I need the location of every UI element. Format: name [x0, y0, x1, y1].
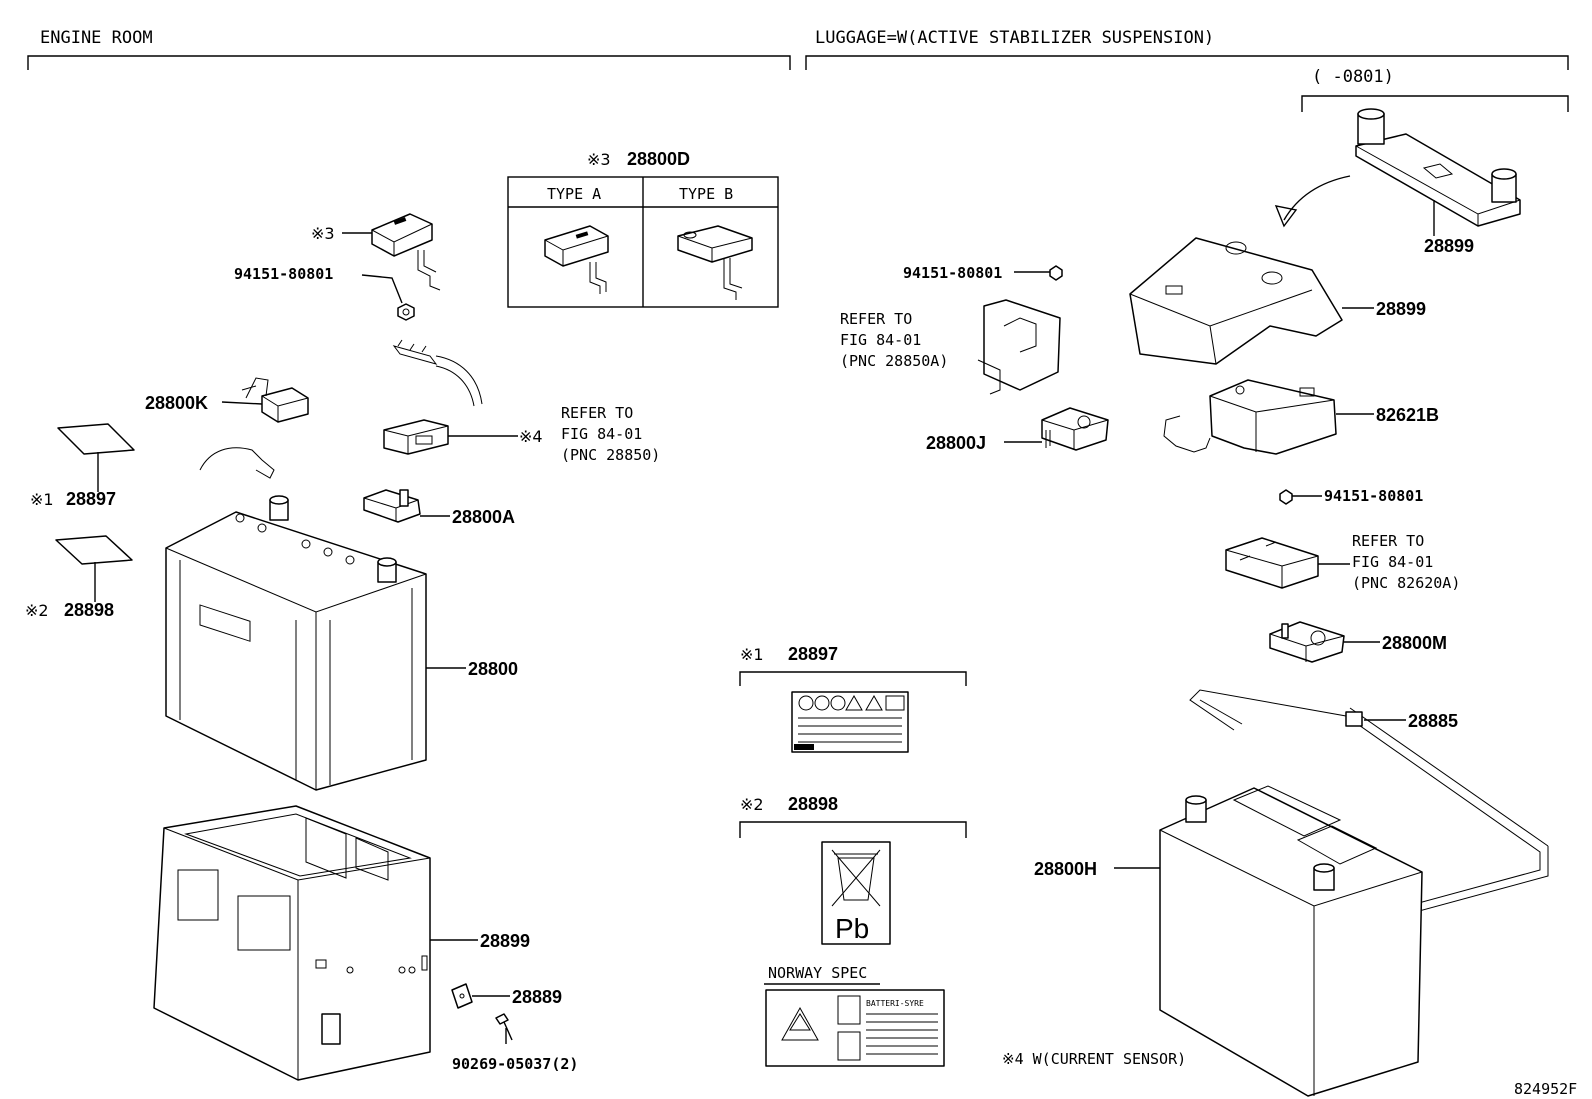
mark1-left: ※1	[30, 490, 54, 509]
bolt-90269: 90269-05037(2)	[452, 1013, 578, 1073]
luggage-heading: LUGGAGE=W(ACTIVE STABILIZER SUSPENSION)	[815, 28, 1214, 48]
batteri-syre-text: BATTERI-SYRE	[866, 999, 924, 1008]
current-sensor-note: ※4 W(CURRENT SENSOR)	[1002, 1050, 1186, 1068]
label-28897-left: ※1 28897	[30, 423, 135, 509]
type-a-label: TYPE A	[547, 185, 601, 203]
terminal-cover-mark3: ※3	[311, 213, 441, 291]
part-28800J-label: 28800J	[926, 433, 986, 453]
nut-right-top-label: 94151-80801	[903, 264, 1002, 282]
ref1-line3: (PNC 28850)	[561, 446, 660, 464]
part-28800K: 28800K	[145, 377, 309, 423]
ref3-line3: (PNC 82620A)	[1352, 574, 1460, 592]
nut-left: 94151-80801	[234, 265, 415, 321]
label-box-28898: ※2 28898 Pb	[739, 794, 967, 945]
norway-spec-title: NORWAY SPEC	[768, 964, 867, 982]
battery-tray-28899: 28899	[153, 805, 530, 1081]
type-table-mark: ※3	[587, 150, 611, 169]
label-28898-left: ※2 28898	[25, 535, 133, 620]
part-28800M: 28800M	[1269, 621, 1447, 663]
date-range-label: ( -0801)	[1312, 67, 1394, 87]
nut-right-mid-label: 94151-80801	[1324, 487, 1423, 505]
part-28889-label: 28889	[512, 987, 562, 1007]
mark3-cover-label: ※3	[311, 224, 335, 243]
nut-right-top: 94151-80801	[903, 264, 1063, 282]
box1-part-number: 28897	[788, 644, 838, 664]
recycle-bin-label-drawing	[821, 841, 891, 945]
box1-bracket	[739, 671, 967, 686]
box1-mark: ※1	[740, 645, 764, 664]
block-82620A: REFER TO FIG 84-01 (PNC 82620A)	[1225, 532, 1460, 592]
part-28889: 28889	[451, 983, 562, 1009]
cover-82621B-label: 82621B	[1376, 405, 1439, 425]
norway-label-drawing	[765, 989, 945, 1067]
sensor-28850A: REFER TO FIG 84-01 (PNC 28850A)	[840, 299, 1061, 395]
ref1-line2: FIG 84-01	[561, 425, 642, 443]
battery-tray-28899-label: 28899	[480, 931, 530, 951]
engine-room-bracket	[27, 55, 791, 70]
vent-hose-28885-label: 28885	[1408, 711, 1458, 731]
ref2-line1: REFER TO	[840, 310, 912, 328]
part-28800A: 28800A	[363, 489, 515, 527]
mark4-sensor: ※4	[519, 427, 543, 446]
ref2-line3: (PNC 28850A)	[840, 352, 948, 370]
type-b-cover-drawing	[677, 225, 753, 300]
battery-28800H: 28800H	[1034, 785, 1423, 1097]
norway-spec-label: NORWAY SPEC BATTERI-SYRE	[764, 964, 945, 1067]
box2-bracket	[739, 821, 967, 838]
ref1-line1: REFER TO	[561, 404, 633, 422]
battery-28800: 28800	[165, 495, 518, 791]
type-table: ※3 28800D TYPE A TYPE B	[507, 149, 779, 308]
cover-28899-early-label: 28899	[1424, 236, 1474, 256]
ref3-line2: FIG 84-01	[1352, 553, 1433, 571]
figure-id: 824952F	[1514, 1080, 1577, 1098]
mark2-left: ※2	[25, 601, 49, 620]
bolt-90269-label: 90269-05037(2)	[452, 1055, 578, 1073]
luggage-bracket	[805, 55, 1569, 70]
box2-part-number: 28898	[788, 794, 838, 814]
label-28897-left-number: 28897	[66, 489, 116, 509]
cover-82621B: 82621B	[1163, 379, 1439, 455]
caution-label-drawing	[791, 691, 909, 753]
nut-right-mid: 94151-80801	[1279, 487, 1423, 505]
cable-end	[392, 339, 483, 407]
part-28800M-label: 28800M	[1382, 633, 1447, 653]
cover-28899-early: 28899	[1274, 108, 1521, 256]
date-range-bracket	[1301, 95, 1569, 112]
type-b-label: TYPE B	[679, 185, 733, 203]
cover-28899-label: 28899	[1376, 299, 1426, 319]
cover-28899: 28899	[1129, 237, 1426, 365]
current-sensor-mark4: ※4 REFER TO FIG 84-01 (PNC 28850)	[199, 404, 660, 479]
ref3-line1: REFER TO	[1352, 532, 1424, 550]
type-a-cover-drawing	[544, 225, 609, 294]
engine-room-heading: ENGINE ROOM	[40, 28, 153, 48]
pb-symbol: Pb	[835, 913, 869, 944]
battery-28800-label: 28800	[468, 659, 518, 679]
battery-28800H-label: 28800H	[1034, 859, 1097, 879]
part-28800J: 28800J	[926, 407, 1109, 453]
label-28898-left-number: 28898	[64, 600, 114, 620]
part-28800A-label: 28800A	[452, 507, 515, 527]
label-box-28897: ※1 28897	[739, 644, 967, 753]
nut-left-label: 94151-80801	[234, 265, 333, 283]
part-28800K-label: 28800K	[145, 393, 208, 413]
ref2-line2: FIG 84-01	[840, 331, 921, 349]
box2-mark: ※2	[740, 795, 764, 814]
type-table-part-number: 28800D	[627, 149, 690, 169]
